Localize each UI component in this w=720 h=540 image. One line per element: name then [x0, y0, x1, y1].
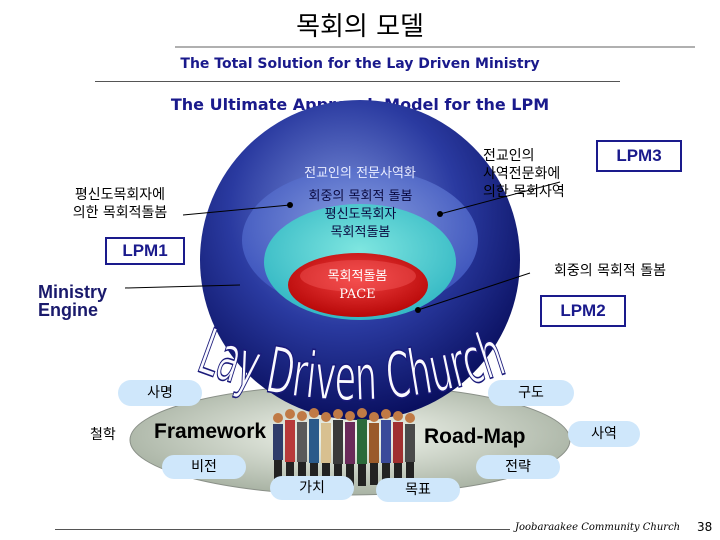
vision-pill: 비전 [162, 455, 246, 479]
mission-pill: 사명 [118, 380, 202, 406]
structure-pill: 구도 [488, 380, 574, 406]
layer-label-lay-pastor-line1: 평신도목회자 [324, 207, 397, 222]
ministry-pill: 사역 [568, 421, 640, 447]
framework-label: Framework [154, 420, 267, 443]
goal-pill: 목표 [376, 478, 460, 502]
layer-label-lay-pastor-line2: 목회적돌봄 [330, 225, 391, 240]
lpm1-badge: LPM1 [105, 237, 185, 265]
congregation-note: 회중의 목회적 돌봄 [554, 263, 666, 279]
value-pill: 가치 [270, 476, 354, 500]
core-label-line1: 목회적돌봄 [327, 269, 388, 284]
people-crowd [273, 408, 415, 486]
roadmap-label: Road-Map [424, 425, 526, 448]
right-note-line3: 의한 목회사역 [483, 184, 565, 200]
engine-line2: Engine [38, 300, 99, 320]
right-note: 전교인의 사역전문화에 의한 목회사역 [483, 147, 583, 201]
strategy-pill: 전략 [476, 455, 560, 479]
page-title: 목회의 모델 [296, 12, 424, 42]
right-note-line1: 전교인의 [483, 148, 535, 164]
footer-church-name: Joobaraakee Community Church [515, 522, 681, 533]
right-note-line2: 사역전문화에 [483, 166, 561, 182]
page-number: 38 [697, 520, 713, 534]
footer-divider [55, 529, 510, 530]
engine-line1: Ministry [38, 282, 108, 302]
lpm3-badge: LPM3 [596, 140, 682, 172]
left-note-line2: 의한 목회적돌봄 [72, 205, 168, 221]
left-note: 평신도목회자에 의한 목회적돌봄 [50, 186, 190, 222]
layer-label-specialization: 전교인의 전문사역화 [304, 166, 416, 181]
subtitle: The Total Solution for the Lay Driven Mi… [180, 56, 540, 72]
layer-label-congregation-care: 회중의 목회적 돌봄 [308, 189, 413, 204]
core-label: 목회적돌봄 PACE [300, 268, 415, 304]
core-label-pace: PACE [339, 287, 376, 302]
left-note-line1: 평신도목회자에 [74, 187, 166, 203]
sphere-core [288, 253, 428, 317]
lpm2-badge: LPM2 [540, 295, 626, 327]
philosophy-label: 철학 [90, 427, 116, 443]
sphere-core-highlight [300, 260, 416, 292]
title-divider [175, 46, 695, 48]
subtitle-divider [95, 81, 620, 82]
ministry-engine-label: Ministry Engine [38, 283, 107, 319]
layer-label-lay-pastor: 평신도목회자 목회적돌봄 [298, 206, 423, 242]
